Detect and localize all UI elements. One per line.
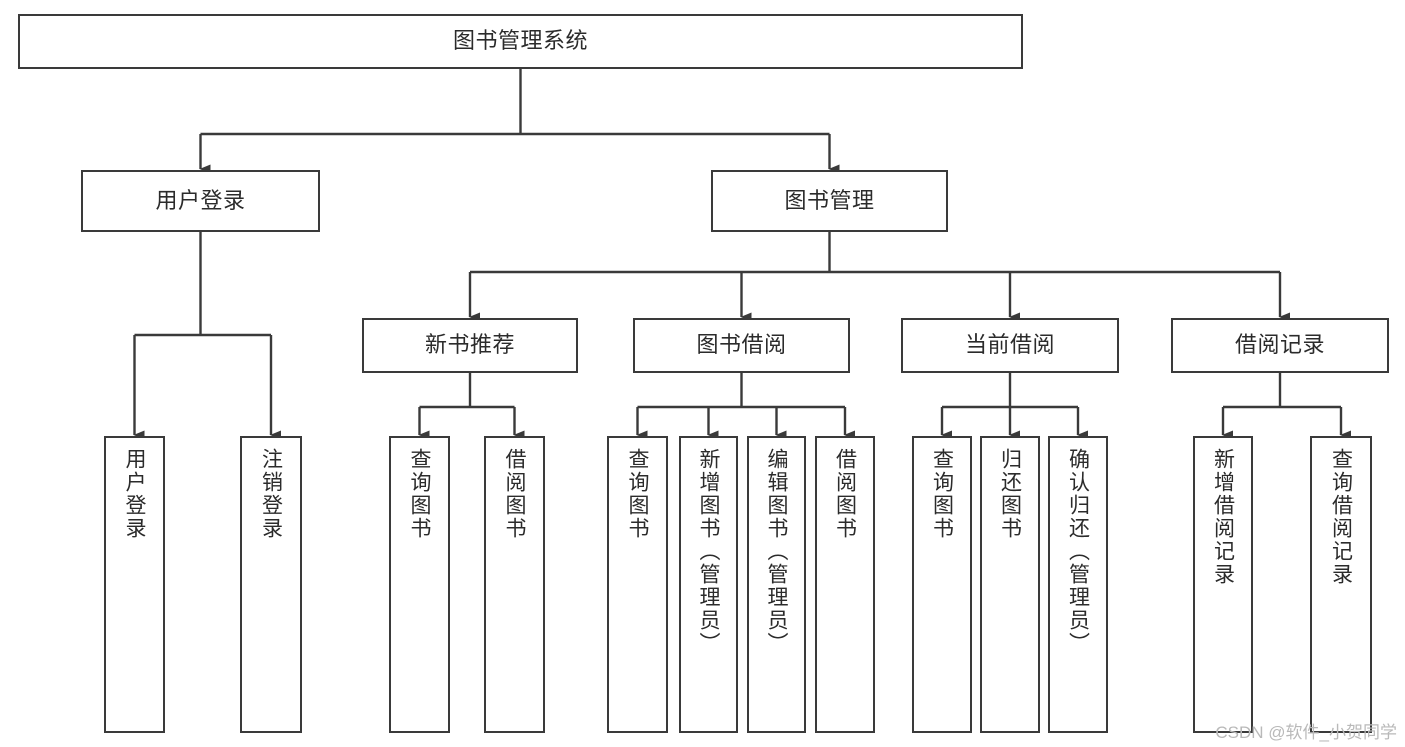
node-leaf-return-book[interactable]: 归还图书 <box>980 436 1040 733</box>
node-leaf-query-books-rec[interactable]: 查询图书 <box>389 436 450 733</box>
node-new-book-recommendation-label: 新书推荐 <box>424 332 515 358</box>
node-user-login-module-label: 用户登录 <box>155 187 246 213</box>
node-leaf-add-book-admin-label: 新增图书（管理员） <box>697 448 720 655</box>
node-leaf-borrow-book-label: 借阅图书 <box>833 448 857 540</box>
node-leaf-query-books-current[interactable]: 查询图书 <box>912 436 972 733</box>
node-book-management-module[interactable]: 图书管理 <box>711 170 948 232</box>
node-leaf-borrow-book[interactable]: 借阅图书 <box>815 436 875 733</box>
node-leaf-borrow-books-rec-label: 借阅图书 <box>503 448 526 540</box>
node-leaf-logout[interactable]: 注销登录 <box>240 436 302 733</box>
node-leaf-query-books-current-label: 查询图书 <box>930 448 954 540</box>
node-book-borrowing[interactable]: 图书借阅 <box>633 318 850 373</box>
node-leaf-query-books-borrow[interactable]: 查询图书 <box>607 436 668 733</box>
node-borrowing-records-label: 借阅记录 <box>1234 332 1325 358</box>
node-leaf-query-books-borrow-label: 查询图书 <box>626 448 649 540</box>
node-leaf-edit-book-admin[interactable]: 编辑图书（管理员） <box>747 436 806 733</box>
node-leaf-user-login[interactable]: 用户登录 <box>104 436 165 733</box>
node-leaf-confirm-return-admin[interactable]: 确认归还（管理员） <box>1048 436 1108 733</box>
node-leaf-return-book-label: 归还图书 <box>998 448 1022 540</box>
node-root-label: 图书管理系统 <box>452 28 588 54</box>
node-leaf-query-borrow-record[interactable]: 查询借阅记录 <box>1310 436 1372 733</box>
node-borrowing-records[interactable]: 借阅记录 <box>1171 318 1389 373</box>
node-leaf-edit-book-admin-label: 编辑图书（管理员） <box>765 448 788 655</box>
node-leaf-query-books-rec-label: 查询图书 <box>408 448 431 540</box>
node-root[interactable]: 图书管理系统 <box>18 14 1023 69</box>
node-leaf-query-borrow-record-label: 查询借阅记录 <box>1329 448 1353 586</box>
node-leaf-add-book-admin[interactable]: 新增图书（管理员） <box>679 436 738 733</box>
node-book-management-module-label: 图书管理 <box>784 187 875 213</box>
node-user-login-module[interactable]: 用户登录 <box>81 170 320 232</box>
node-leaf-user-login-label: 用户登录 <box>123 448 146 540</box>
node-new-book-recommendation[interactable]: 新书推荐 <box>362 318 578 373</box>
node-leaf-borrow-books-rec[interactable]: 借阅图书 <box>484 436 545 733</box>
node-book-borrowing-label: 图书借阅 <box>696 332 787 358</box>
node-leaf-logout-label: 注销登录 <box>259 448 283 540</box>
node-current-borrowing-label: 当前借阅 <box>964 332 1055 358</box>
node-leaf-add-borrow-record[interactable]: 新增借阅记录 <box>1193 436 1253 733</box>
node-leaf-add-borrow-record-label: 新增借阅记录 <box>1211 448 1235 586</box>
node-current-borrowing[interactable]: 当前借阅 <box>901 318 1119 373</box>
node-leaf-confirm-return-admin-label: 确认归还（管理员） <box>1066 448 1090 655</box>
